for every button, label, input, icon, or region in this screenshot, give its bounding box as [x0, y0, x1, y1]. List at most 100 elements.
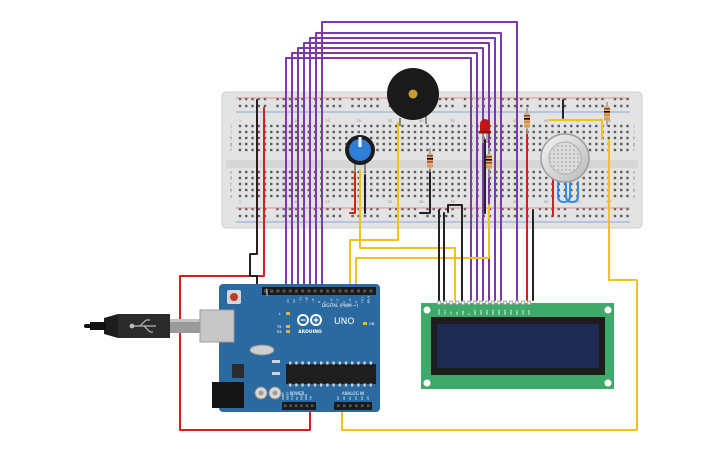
lcd-pin-label: DB4: [497, 309, 501, 315]
resistor-led[interactable]: [486, 148, 492, 178]
lcd-pin[interactable]: [478, 300, 484, 305]
wire-black[interactable]: [447, 204, 463, 301]
digital-pin-label: ~5: [336, 298, 340, 303]
lcd-pin[interactable]: [502, 300, 508, 305]
breadboard-row-letter: a: [230, 194, 233, 199]
breadboard-row-letter: i: [230, 130, 231, 135]
digital-pin-label: ~9: [311, 298, 315, 303]
led-on-label: ON: [369, 322, 375, 326]
resistor-buzzer[interactable]: [427, 148, 433, 172]
lcd-pin-label: RS: [455, 311, 459, 315]
analog-header[interactable]: [334, 402, 372, 410]
analog-pin-label: A0: [336, 396, 340, 400]
lcd-pin-label: DB2: [485, 309, 489, 315]
wire-yellow[interactable]: [349, 122, 399, 293]
lcd-pin[interactable]: [454, 300, 460, 305]
analog-pin-label: A1: [342, 396, 346, 400]
wire-red[interactable]: [179, 107, 311, 431]
yellow-wires: [341, 119, 638, 431]
power-pin-label: RESET: [286, 391, 290, 400]
wire-purple[interactable]: [285, 57, 472, 301]
breadboard-column-number: 15: [325, 119, 330, 123]
breadboard-column-number: 50: [544, 200, 549, 204]
arduino-brand: ARDUINO: [298, 329, 322, 335]
gas-sensor[interactable]: [540, 133, 590, 183]
lcd-pin[interactable]: [520, 300, 526, 305]
lcd-mount-hole: [604, 306, 612, 314]
digital-header[interactable]: [262, 287, 376, 295]
wire-black[interactable]: [419, 169, 431, 214]
breadboard-column-number: 15: [325, 200, 330, 204]
wire-yellow[interactable]: [548, 119, 603, 139]
lcd-pin[interactable]: [484, 300, 490, 305]
breadboard-row-letter: e: [633, 170, 636, 175]
power-label: POWER: [290, 391, 305, 396]
potentiometer[interactable]: [345, 135, 375, 172]
analog-pin-label: A5: [366, 396, 370, 400]
breadboard-row-letter: f: [230, 148, 232, 153]
digital-pin-label: 13: [286, 299, 290, 303]
lcd-pin[interactable]: [466, 300, 472, 305]
lcd-pin[interactable]: [460, 300, 466, 305]
wire-yellow[interactable]: [359, 169, 456, 301]
power-pin-label: 3.3V: [290, 394, 294, 400]
lcd-pin[interactable]: [448, 300, 454, 305]
digital-pin-label: ~3: [348, 298, 352, 303]
wire-black[interactable]: [249, 99, 258, 293]
blue-wires: [557, 181, 579, 203]
breadboard-row-letter: d: [633, 176, 636, 181]
led-on: [363, 322, 367, 325]
lcd-pin-label: V0: [449, 311, 453, 315]
wire-yellow[interactable]: [355, 204, 490, 293]
breadboard-column-number: 10: [294, 119, 299, 123]
lcd-pin[interactable]: [436, 300, 442, 305]
lcd-pin[interactable]: [472, 300, 478, 305]
led-tx-label: TX: [276, 325, 282, 329]
digital-pin-label: TX 1: [360, 296, 364, 304]
wire-yellow[interactable]: [341, 139, 638, 431]
digital-pin-label: RX 0: [367, 296, 371, 303]
wires: [179, 21, 638, 431]
lcd-pin[interactable]: [442, 300, 448, 305]
breadboard-row-letter: d: [230, 176, 233, 181]
power-pin-label: GND: [299, 394, 303, 400]
lcd-pin[interactable]: [496, 300, 502, 305]
microcontroller-chip: [286, 364, 376, 384]
led-rx-label: RX: [277, 330, 282, 334]
lcd-pin-label: DB5: [503, 309, 507, 315]
wire-purple[interactable]: [291, 52, 478, 301]
wire-red[interactable]: [349, 169, 356, 214]
wire-blue[interactable]: [565, 181, 579, 203]
lcd-pin[interactable]: [508, 300, 514, 305]
power-header[interactable]: [282, 402, 316, 410]
power-jack[interactable]: [212, 382, 244, 408]
wire-purple[interactable]: [321, 21, 518, 301]
usb-port[interactable]: [199, 309, 235, 343]
analog-pin-label: A3: [354, 396, 358, 400]
wire-blue[interactable]: [557, 181, 571, 203]
resistor-sensor-left[interactable]: [524, 108, 530, 134]
piezo-buzzer[interactable]: [387, 68, 439, 126]
breadboard-column-number: 45: [513, 119, 518, 123]
lcd-pin[interactable]: [526, 300, 532, 305]
breadboard-column-number: 55: [575, 200, 580, 204]
lcd-pin[interactable]: [514, 300, 520, 305]
red-led[interactable]: [479, 119, 491, 143]
lcd-pin[interactable]: [490, 300, 496, 305]
breadboard-row-letter: f: [633, 148, 635, 153]
lcd-pin-label: DB3: [491, 309, 495, 315]
lcd-pin-header[interactable]: [436, 300, 532, 305]
wire-purple[interactable]: [297, 47, 484, 301]
breadboard-column-number: 10: [294, 200, 299, 204]
power-pin-label: IOREF: [281, 392, 285, 400]
breadboard-column-number: 60: [606, 119, 611, 123]
resistor-sensor-right[interactable]: [604, 102, 610, 126]
reset-button[interactable]: [230, 293, 238, 301]
wire-purple[interactable]: [315, 32, 502, 301]
breadboard-row-letter: g: [230, 142, 233, 147]
wire-purple[interactable]: [309, 37, 496, 301]
